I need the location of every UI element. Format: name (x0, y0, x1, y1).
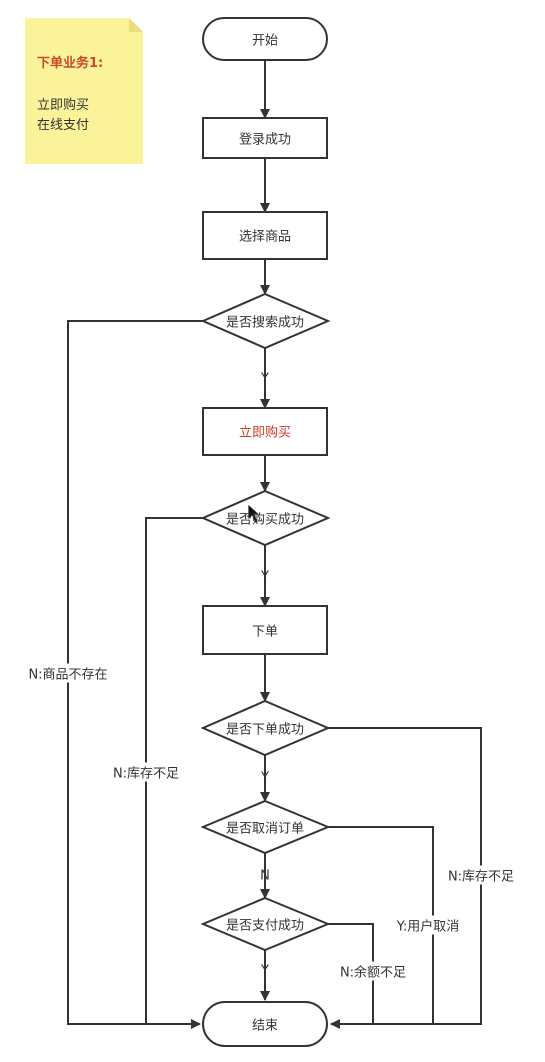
edge-label-y2: Y (261, 569, 269, 585)
buy-decision (200, 489, 331, 547)
note-title: 下单业务1: (37, 56, 104, 71)
search-decision-label: 是否搜索成功 (225, 315, 305, 331)
order-label: 下单 (251, 624, 279, 640)
edge-label-no-stock-1: N:库存不足 (112, 762, 180, 782)
start-node (202, 17, 328, 61)
edge-label-no-stock-2: N:库存不足 (447, 865, 515, 885)
edge-label-y3: Y (261, 770, 269, 786)
select-label: 选择商品 (238, 229, 292, 245)
note-line-1: 立即购买 (37, 98, 90, 113)
edge-label-y1: Y (261, 371, 269, 387)
edge-label-y4: Y (261, 963, 269, 979)
search-decision (200, 292, 331, 350)
buy-now-label: 立即购买 (238, 425, 292, 441)
order-decision-label: 是否下单成功 (225, 722, 305, 738)
buy-decision-label: 是否购买成功 (225, 512, 305, 528)
end-node (202, 1001, 328, 1047)
pay-decision-label: 是否支付成功 (225, 918, 305, 934)
cursor-icon (247, 503, 262, 524)
cancel-decision (200, 799, 331, 855)
note-line-2: 在线支付 (37, 118, 90, 133)
select-node (202, 211, 328, 260)
cancel-decision-label: 是否取消订单 (225, 821, 305, 837)
order-decision (200, 699, 331, 757)
edge-label-no-product: N:商品不存在 (28, 663, 108, 683)
edge-label-n-cancel: N (260, 868, 270, 884)
order-node (202, 605, 328, 655)
pay-decision (200, 896, 331, 952)
end-label: 结束 (251, 1018, 279, 1034)
buy-now-node (202, 407, 328, 456)
login-label: 登录成功 (238, 132, 292, 148)
edge-label-no-balance: N:余额不足 (339, 961, 407, 981)
login-node (202, 117, 328, 159)
edge-pay-no (328, 923, 374, 1024)
edge-label-user-cancel: Y:用户取消 (396, 915, 460, 935)
edge-cancel-yes (328, 826, 434, 1024)
edge-buyok-no (145, 517, 203, 1024)
start-label: 开始 (251, 33, 279, 49)
sticky-note (25, 18, 143, 164)
